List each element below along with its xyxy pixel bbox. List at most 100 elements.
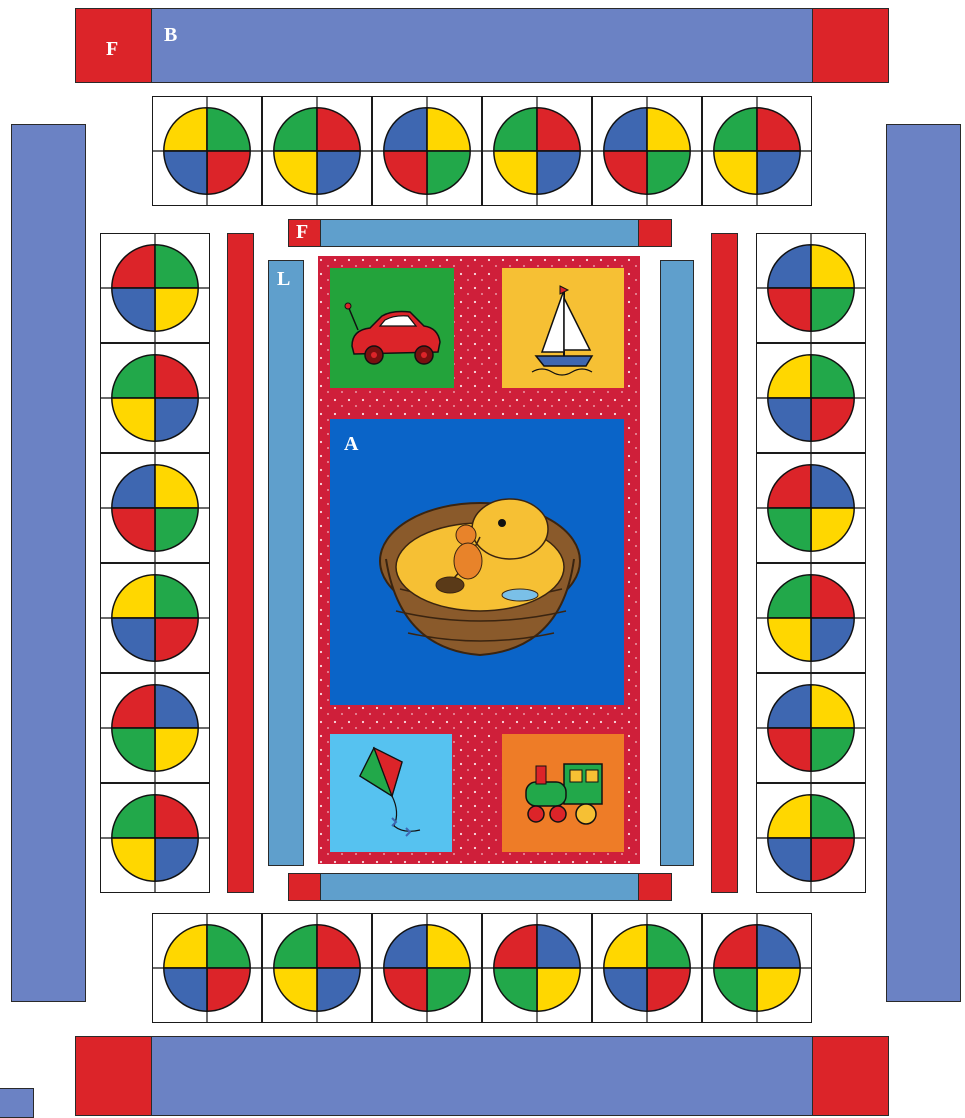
quadrant-top-left <box>768 465 811 508</box>
circle-block <box>262 913 372 1023</box>
quadrant-bottom-right <box>317 968 360 1011</box>
bottom-right-corner-square <box>812 1036 889 1116</box>
circle-block <box>100 453 210 563</box>
quadrant-top-left <box>164 925 207 968</box>
toy-train-icon <box>502 734 624 852</box>
circle-block <box>372 96 482 206</box>
quadrant-bottom-right <box>155 288 198 331</box>
quadrant-top-left <box>604 925 647 968</box>
quadrant-top-right <box>647 108 690 151</box>
circle-block <box>702 96 812 206</box>
circle-block-svg <box>101 344 209 452</box>
quadrant-top-right <box>757 925 800 968</box>
quadrant-bottom-left <box>112 618 155 661</box>
inner-bottom-left-corner <box>288 873 321 901</box>
quadrant-top-left <box>384 925 427 968</box>
circle-block <box>756 783 866 893</box>
quadrant-top-right <box>811 465 854 508</box>
quadrant-bottom-left <box>494 151 537 194</box>
inner-bottom-strip <box>288 873 672 901</box>
bottom-left-corner-square <box>75 1036 152 1116</box>
quadrant-top-right <box>207 925 250 968</box>
quadrant-bottom-left <box>714 968 757 1011</box>
quadrant-bottom-left <box>112 508 155 551</box>
quadrant-bottom-right <box>811 618 854 661</box>
circle-block-svg <box>153 97 261 205</box>
top-border-strip <box>75 8 889 83</box>
quadrant-bottom-right <box>757 151 800 194</box>
circle-block <box>482 96 592 206</box>
quadrant-top-left <box>768 575 811 618</box>
quadrant-top-left <box>274 925 317 968</box>
quadrant-top-left <box>112 795 155 838</box>
circle-block-svg <box>101 674 209 782</box>
quadrant-top-right <box>155 575 198 618</box>
circle-block <box>100 563 210 673</box>
puppy-in-basket-icon <box>330 419 624 705</box>
sailboat-icon <box>502 268 624 388</box>
quadrant-bottom-right <box>537 968 580 1011</box>
quadrant-top-right <box>537 925 580 968</box>
circle-block <box>756 233 866 343</box>
quadrant-bottom-left <box>494 968 537 1011</box>
inner-top-right-corner <box>638 219 672 247</box>
quadrant-bottom-left <box>112 288 155 331</box>
circle-block-svg <box>757 784 865 892</box>
circle-block-svg <box>101 784 209 892</box>
quadrant-bottom-right <box>155 508 198 551</box>
right-border-strip <box>886 124 961 1002</box>
circle-block <box>756 453 866 563</box>
circle-block-svg <box>483 97 591 205</box>
circle-block-svg <box>263 914 371 1022</box>
quadrant-bottom-left <box>604 151 647 194</box>
quadrant-top-right <box>811 245 854 288</box>
quadrant-top-left <box>112 465 155 508</box>
left-light-blue-strip <box>268 260 304 866</box>
quadrant-bottom-left <box>274 968 317 1011</box>
quadrant-bottom-right <box>427 968 470 1011</box>
quadrant-bottom-left <box>384 968 427 1011</box>
quadrant-top-left <box>384 108 427 151</box>
circle-block-svg <box>101 564 209 672</box>
label-top-border: B <box>164 24 177 47</box>
circle-block <box>756 343 866 453</box>
bottom-row-blocks <box>152 913 812 1023</box>
circle-block <box>372 913 482 1023</box>
label-side-strip: L <box>277 268 290 291</box>
quadrant-top-left <box>494 108 537 151</box>
circle-block <box>702 913 812 1023</box>
quadrant-top-left <box>714 925 757 968</box>
circle-block <box>756 673 866 783</box>
quadrant-top-left <box>112 245 155 288</box>
quadrant-top-left <box>768 355 811 398</box>
quadrant-bottom-right <box>155 398 198 441</box>
quadrant-bottom-left <box>768 398 811 441</box>
circle-block-svg <box>703 97 811 205</box>
quadrant-bottom-right <box>155 728 198 771</box>
quadrant-bottom-right <box>155 618 198 661</box>
quadrant-bottom-left <box>384 151 427 194</box>
quadrant-bottom-left <box>768 618 811 661</box>
quadrant-top-left <box>714 108 757 151</box>
circle-block <box>592 96 702 206</box>
quadrant-top-right <box>155 355 198 398</box>
circle-block-svg <box>593 97 701 205</box>
toy-car-icon <box>330 268 454 388</box>
circle-block <box>100 343 210 453</box>
quadrant-top-left <box>768 245 811 288</box>
quadrant-bottom-left <box>112 728 155 771</box>
circle-block-svg <box>483 914 591 1022</box>
kite-square <box>330 734 452 852</box>
quadrant-bottom-right <box>811 838 854 881</box>
quadrant-top-right <box>317 925 360 968</box>
circle-block-svg <box>593 914 701 1022</box>
quadrant-bottom-left <box>714 151 757 194</box>
label-inner-top: F <box>296 221 308 244</box>
circle-block <box>100 673 210 783</box>
quadrant-bottom-left <box>164 968 207 1011</box>
quadrant-top-right <box>155 465 198 508</box>
circle-block <box>152 96 262 206</box>
center-panel: A <box>318 256 640 864</box>
quadrant-top-left <box>112 685 155 728</box>
quadrant-top-right <box>647 925 690 968</box>
